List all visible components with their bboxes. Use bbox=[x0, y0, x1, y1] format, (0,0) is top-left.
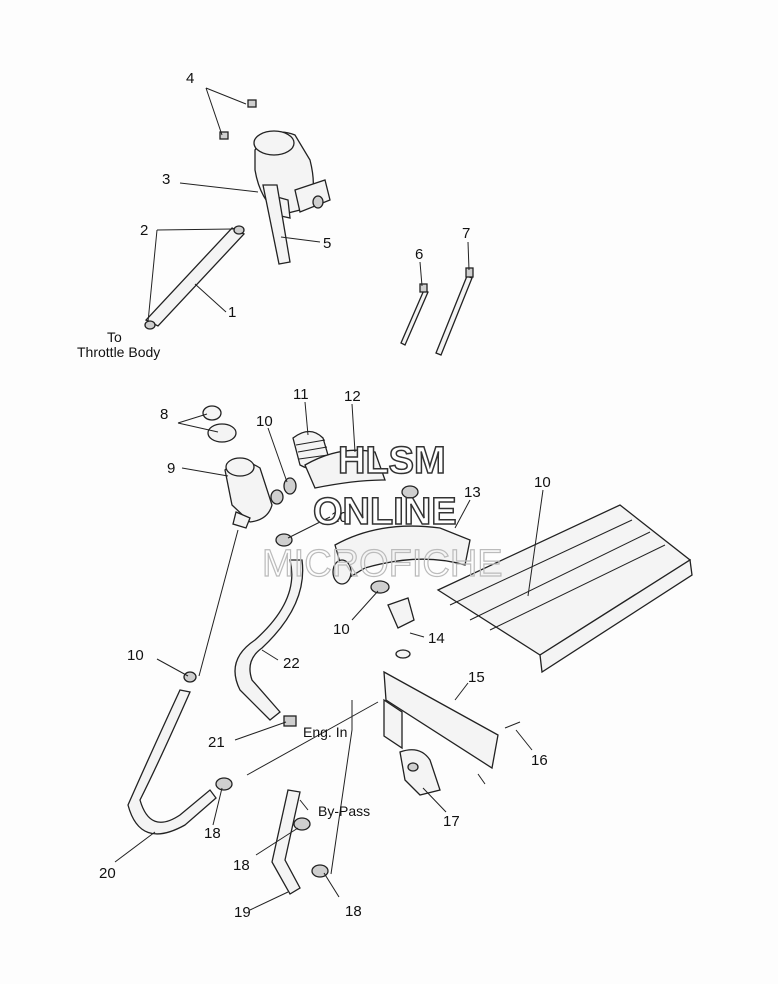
callout-6: 6 bbox=[415, 246, 423, 263]
callout-18-a: 18 bbox=[204, 825, 221, 842]
thermostat-housing-9 bbox=[224, 457, 284, 529]
callout-13: 13 bbox=[464, 484, 481, 501]
note-throttle-body: Throttle Body bbox=[77, 344, 160, 360]
callout-10-e: 10 bbox=[127, 647, 144, 664]
callout-11: 11 bbox=[293, 386, 309, 403]
callout-10-d: 10 bbox=[333, 621, 350, 638]
callout-15: 15 bbox=[468, 669, 485, 686]
watermark-line-1: HLSM bbox=[338, 440, 446, 482]
callout-22: 22 bbox=[283, 655, 300, 672]
fitting-14 bbox=[387, 597, 415, 659]
callout-4: 4 bbox=[186, 70, 194, 87]
hose-1 bbox=[144, 225, 246, 330]
caps-8 bbox=[202, 405, 237, 443]
callout-18-b: 18 bbox=[233, 857, 250, 874]
wire-7 bbox=[435, 267, 474, 356]
bracket-15 bbox=[383, 670, 499, 770]
hose-19 bbox=[271, 789, 301, 895]
callout-14: 14 bbox=[428, 630, 445, 647]
fitting-21 bbox=[283, 715, 297, 727]
callout-21: 21 bbox=[208, 734, 225, 751]
callout-2: 2 bbox=[140, 222, 148, 239]
pad-17 bbox=[399, 749, 441, 796]
note-eng-in: Eng. In bbox=[303, 724, 347, 740]
callout-labels: 4 3 2 5 1 6 7 To Throttle Body 11 12 8 1… bbox=[77, 70, 551, 921]
callout-19: 19 bbox=[234, 904, 251, 921]
hose-5 bbox=[262, 184, 291, 265]
watermark-line-3: MICROFICHE bbox=[262, 543, 503, 585]
callout-18-c: 18 bbox=[345, 903, 362, 920]
callout-16: 16 bbox=[531, 752, 548, 769]
hose-20 bbox=[127, 671, 217, 835]
radiator-panel bbox=[436, 504, 693, 674]
callout-8: 8 bbox=[160, 406, 168, 423]
hose-22 bbox=[234, 559, 304, 721]
callout-10-a: 10 bbox=[256, 413, 273, 430]
watermark-line-2: ONLINE bbox=[313, 491, 457, 533]
note-by-pass: By-Pass bbox=[318, 803, 370, 819]
callout-20: 20 bbox=[99, 865, 116, 882]
callout-3: 3 bbox=[162, 171, 170, 188]
callout-7: 7 bbox=[462, 225, 470, 242]
wire-6 bbox=[400, 283, 429, 346]
callout-9: 9 bbox=[167, 460, 175, 477]
note-to: To bbox=[107, 329, 122, 345]
screw-16 bbox=[477, 721, 521, 785]
callout-17: 17 bbox=[443, 813, 460, 830]
hose-12 bbox=[304, 449, 386, 489]
callout-10-b: 10 bbox=[534, 474, 551, 491]
callout-12: 12 bbox=[344, 388, 361, 405]
callout-10-c: 10 bbox=[331, 509, 348, 526]
clamps-18 bbox=[215, 777, 329, 878]
upper-thermostat-housing bbox=[253, 130, 331, 219]
callout-1: 1 bbox=[228, 304, 236, 321]
callout-5: 5 bbox=[323, 235, 331, 252]
screws-4 bbox=[219, 99, 257, 140]
watermark: HLSM ONLINE MICROFICHE bbox=[261, 439, 503, 585]
leader-lines bbox=[114, 87, 544, 911]
hose-13 bbox=[332, 525, 471, 585]
